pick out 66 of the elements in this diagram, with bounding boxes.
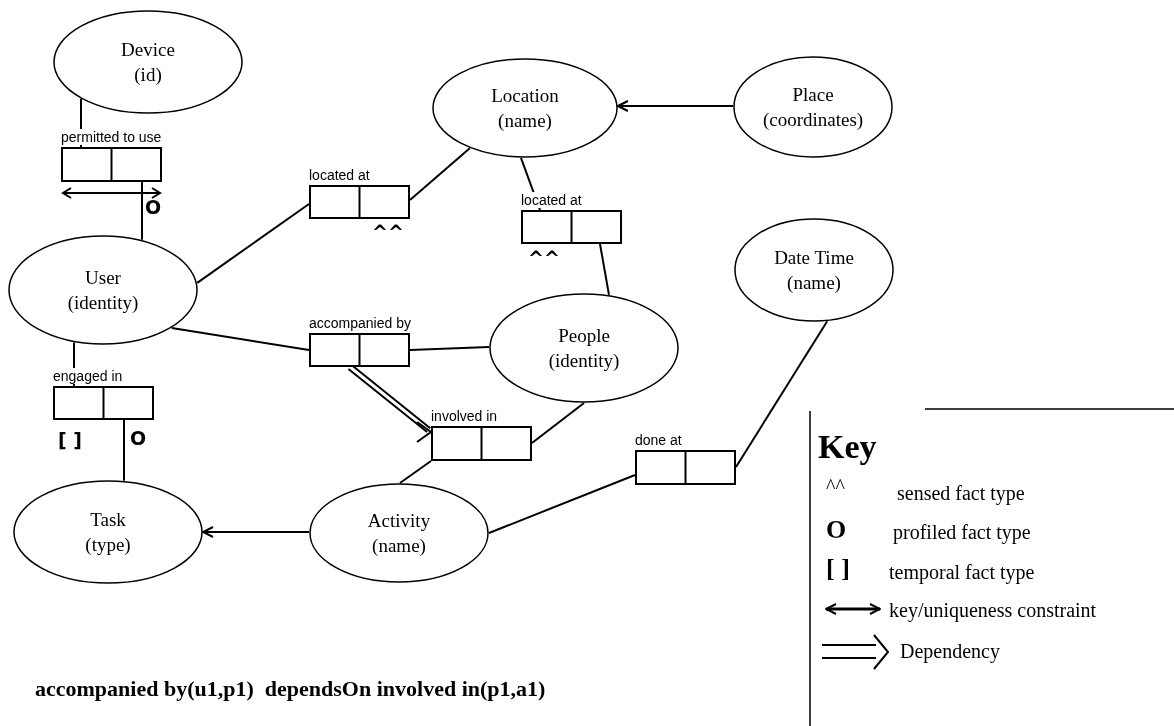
arrow bbox=[202, 526, 310, 538]
fact-type-label: involved in bbox=[431, 408, 498, 424]
constraint-mark: O bbox=[130, 428, 147, 448]
fact-type-label: located at bbox=[309, 167, 370, 183]
connector-line bbox=[599, 243, 610, 296]
connector-line bbox=[196, 203, 310, 284]
reference-mode: (id) bbox=[134, 63, 162, 87]
key-symbol: ^^ bbox=[826, 476, 845, 496]
connector-line bbox=[409, 346, 490, 351]
reference-mode: (identity) bbox=[548, 349, 620, 373]
reference-mode: (name) bbox=[787, 271, 841, 295]
entity-ellipse bbox=[8, 235, 198, 345]
fact-type-box bbox=[309, 167, 410, 219]
constraint-mark: [ ] bbox=[58, 430, 82, 450]
entity-ellipse bbox=[13, 480, 203, 584]
entity-ellipse bbox=[53, 10, 243, 114]
entity-name: People bbox=[558, 324, 610, 348]
entity-ellipse bbox=[432, 58, 618, 158]
fact-type-label: engaged in bbox=[53, 368, 123, 384]
fact-type-box bbox=[431, 408, 532, 461]
legend-text: sensed fact type bbox=[897, 483, 1025, 503]
fact-type-box bbox=[309, 315, 411, 367]
legend-text: Dependency bbox=[900, 641, 1000, 661]
fact-type-label: accompanied by bbox=[309, 315, 411, 331]
entity-name: User bbox=[85, 266, 121, 290]
connector-line bbox=[531, 402, 585, 444]
key-symbol: O bbox=[826, 517, 847, 543]
connector-line bbox=[170, 326, 310, 351]
reference-mode: (type) bbox=[85, 533, 131, 557]
constraint-mark: O bbox=[145, 197, 162, 217]
constraint-mark: ^^ bbox=[372, 222, 404, 242]
reference-mode: (name) bbox=[498, 109, 552, 133]
entity-ellipse bbox=[489, 293, 679, 403]
entity-ellipse bbox=[733, 56, 893, 158]
entity-name: Location bbox=[491, 84, 559, 108]
connector-line bbox=[399, 460, 432, 484]
constraint-mark: ^^ bbox=[528, 248, 560, 268]
entity-name: Device bbox=[121, 38, 175, 62]
fact-type-label: located at bbox=[521, 192, 582, 208]
fact-type-box bbox=[521, 192, 622, 244]
reference-mode: (identity) bbox=[67, 291, 139, 315]
fact-type-label: permitted to use bbox=[61, 129, 162, 145]
connector-line bbox=[409, 147, 471, 201]
reference-mode: (coordinates) bbox=[762, 108, 864, 132]
reference-mode: (name) bbox=[372, 534, 426, 558]
fact-type-box bbox=[53, 368, 154, 420]
legend-text: profiled fact type bbox=[893, 522, 1031, 542]
entity-name: Activity bbox=[367, 509, 431, 533]
entity-name: Place bbox=[792, 83, 834, 107]
entity-ellipse bbox=[309, 483, 489, 583]
legend-text: key/uniqueness constraint bbox=[889, 600, 1097, 620]
fact-type-box bbox=[635, 432, 736, 485]
fact-type-label: done at bbox=[635, 432, 682, 448]
connector-line bbox=[141, 181, 143, 241]
arrow bbox=[616, 100, 734, 112]
entity-name: Date Time bbox=[774, 246, 854, 270]
entity-name: Task bbox=[90, 508, 126, 532]
connector-line bbox=[488, 474, 636, 534]
connector-line bbox=[735, 320, 829, 468]
fact-type-box bbox=[61, 129, 162, 182]
key-symbol: [ ] bbox=[826, 556, 850, 582]
legend-text: temporal fact type bbox=[889, 562, 1035, 582]
entity-ellipse bbox=[734, 218, 894, 322]
key-title: Key bbox=[818, 430, 877, 464]
connector-line bbox=[123, 419, 125, 482]
caption: accompanied by(u1,p1) dependsOn involved in(p1,a1) bbox=[35, 676, 546, 702]
